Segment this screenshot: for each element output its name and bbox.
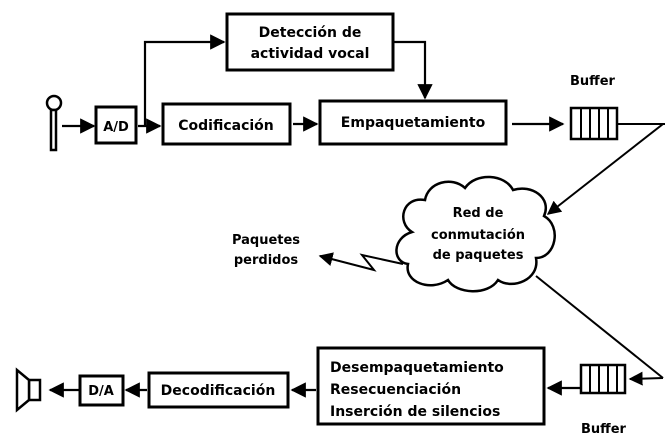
top-flow-arrows <box>62 34 565 134</box>
codificacion-label: Codificación <box>178 118 274 134</box>
lightning-arrow <box>318 252 404 272</box>
speaker-icon <box>15 367 42 413</box>
cloud-to-buffer-link <box>535 275 664 386</box>
desempaquetamiento-line3: Inserción de silencios <box>330 404 500 420</box>
desempaquetamiento-block: Desempaquetamiento Resecuenciación Inser… <box>316 346 546 426</box>
buffer-to-cloud-link <box>546 123 665 215</box>
vad-label-line1: Detección de <box>259 25 362 41</box>
vad-label-line2: actividad vocal <box>251 46 370 62</box>
cloud-line1: Red de <box>453 206 504 221</box>
buffer-top: Buffer <box>569 74 619 141</box>
ad-block: A/D <box>94 105 138 145</box>
cloud-line2: conmutación <box>431 228 525 243</box>
decodificacion-block: Decodificación <box>147 371 290 409</box>
ad-label: A/D <box>103 120 129 135</box>
empaquetamiento-block: Empaquetamiento <box>318 99 508 146</box>
desempaquetamiento-line1: Desempaquetamiento <box>330 360 504 376</box>
buffer-top-label: Buffer <box>570 74 616 89</box>
lost-packets-line1: Paquetes <box>232 233 300 248</box>
decodificacion-label: Decodificación <box>161 383 276 399</box>
buffer-bottom: Buffer <box>579 363 627 437</box>
buffer-bottom-label: Buffer <box>581 422 627 437</box>
desempaquetamiento-line2: Resecuenciación <box>330 382 461 398</box>
da-label: D/A <box>88 384 114 399</box>
cloud-line3: de paquetes <box>433 248 524 263</box>
vad-block: Detección de actividad vocal <box>225 12 395 72</box>
codificacion-block: Codificación <box>161 102 292 146</box>
microphone-icon <box>45 94 63 152</box>
network-cloud: Red de conmutación de paquetes <box>395 175 556 293</box>
lost-packets: Paquetes perdidos <box>232 233 404 272</box>
da-block: D/A <box>78 374 125 407</box>
lost-packets-line2: perdidos <box>234 253 299 268</box>
empaquetamiento-label: Empaquetamiento <box>341 115 486 131</box>
bottom-flow-arrows <box>48 380 580 398</box>
